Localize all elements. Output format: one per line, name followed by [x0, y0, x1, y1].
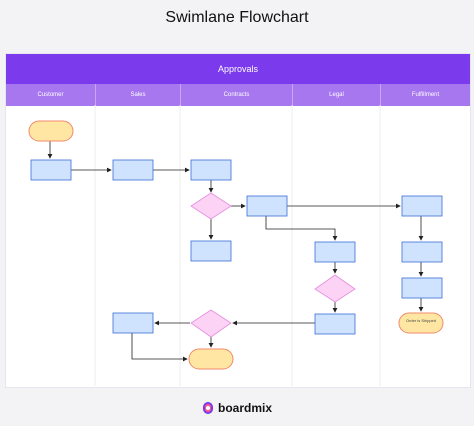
lane-customer: Customer [6, 84, 96, 106]
end-terminal-fulfillment [398, 312, 444, 334]
pool-title: Approvals [217, 64, 259, 74]
boardmix-logo-icon [202, 402, 213, 414]
brand-logo: boardmix [0, 396, 474, 420]
process-box-sales [112, 159, 154, 181]
process-box-legal-1 [314, 241, 356, 263]
process-box-customer [30, 159, 72, 181]
lanes-header: Customer Sales Contracts Legal Fulfillme… [6, 84, 470, 106]
lane-contracts: Contracts [181, 84, 293, 106]
connectors [47, 141, 424, 362]
brand-name: boardmix [217, 401, 272, 415]
process-box-fulfillment-1 [401, 195, 443, 217]
process-box-sales-2 [112, 312, 154, 334]
lane-legal: Legal [293, 84, 381, 106]
decision-legal [314, 274, 356, 303]
process-box-contracts-1 [190, 159, 232, 181]
end-terminal-label: Order is Shipped [406, 318, 436, 323]
process-box-fulfillment-2 [401, 241, 443, 263]
start-terminal [28, 120, 74, 142]
process-box-contracts-3 [246, 195, 288, 217]
process-boxes [30, 159, 443, 335]
process-box-fulfillment-3 [401, 277, 443, 299]
lane-sales: Sales [96, 84, 181, 106]
process-box-legal-2 [314, 313, 356, 335]
process-box-contracts-2 [190, 240, 232, 262]
lane-fulfillment: Fulfillment [411, 92, 440, 98]
decision-contracts-1 [190, 192, 232, 220]
pool-header: Approvals [6, 54, 470, 84]
end-terminal-contracts [188, 348, 234, 370]
page-title: Swimlane Flowchart [165, 9, 309, 26]
lane-dividers [94, 105, 381, 386]
decision-diamonds [190, 192, 356, 338]
swimlane-pool: Approvals Customer Sales Contracts Legal… [5, 53, 471, 388]
decision-contracts-2 [190, 309, 232, 338]
